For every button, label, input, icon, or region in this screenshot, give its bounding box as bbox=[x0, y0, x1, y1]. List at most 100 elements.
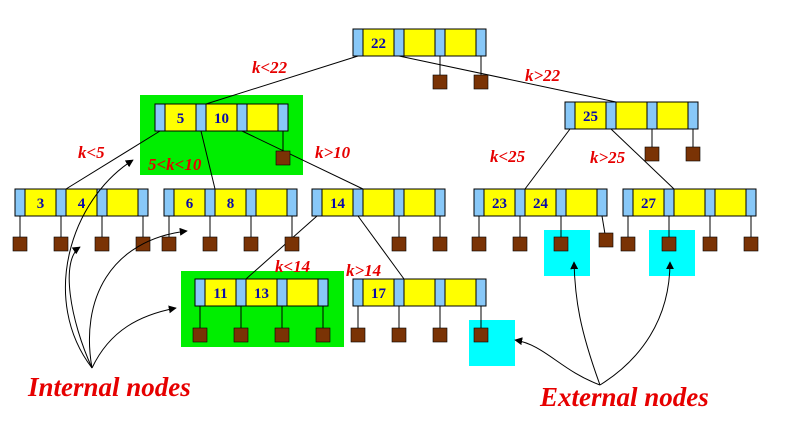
key-cell bbox=[403, 28, 436, 57]
pointer-cell bbox=[311, 188, 323, 217]
external-leaf bbox=[243, 236, 259, 252]
edge-condition-label: k<22 bbox=[252, 58, 288, 77]
key-cell bbox=[173, 188, 206, 217]
tree-edge bbox=[200, 130, 216, 190]
pointer-cell bbox=[195, 103, 207, 132]
external-leaf bbox=[350, 327, 366, 343]
external-leaf bbox=[661, 236, 677, 252]
external-leaf bbox=[620, 236, 636, 252]
pointer-cell bbox=[393, 278, 405, 307]
key-cell bbox=[524, 188, 557, 217]
edge-condition-label: k<25 bbox=[490, 147, 526, 166]
tree-edge bbox=[65, 130, 161, 190]
key-label: 4 bbox=[78, 196, 86, 212]
tree-edge bbox=[398, 55, 617, 103]
pointer-cell bbox=[475, 278, 487, 307]
pointer-cell bbox=[14, 188, 26, 217]
pointer-cell bbox=[286, 188, 298, 217]
external-leaf bbox=[202, 236, 218, 252]
external-leaf bbox=[275, 150, 291, 166]
key-label: 24 bbox=[533, 196, 549, 212]
external-leaf bbox=[161, 236, 177, 252]
external-leaf bbox=[94, 236, 110, 252]
pointer-cell bbox=[277, 103, 289, 132]
pointer-cell bbox=[596, 188, 608, 217]
pointer-cell bbox=[55, 188, 67, 217]
pointer-cell bbox=[475, 28, 487, 57]
key-label: 3 bbox=[37, 196, 45, 212]
tree-edge bbox=[524, 128, 571, 190]
btree-node-root: 22 bbox=[352, 28, 487, 57]
pointer-cell bbox=[434, 188, 446, 217]
key-cell bbox=[214, 188, 247, 217]
key-cell bbox=[632, 188, 665, 217]
btree-node-n17: 17 bbox=[352, 278, 487, 307]
external-leaf bbox=[391, 236, 407, 252]
external-leaf bbox=[432, 327, 448, 343]
external-leaf bbox=[192, 327, 208, 343]
key-cell bbox=[286, 278, 319, 307]
internal-nodes-caption: Internal nodes bbox=[27, 372, 191, 402]
pointer-cell bbox=[276, 278, 288, 307]
pointer-cell bbox=[235, 278, 247, 307]
pointer-cell bbox=[245, 188, 257, 217]
key-cell bbox=[164, 103, 197, 132]
key-cell bbox=[106, 188, 139, 217]
pointer-cell bbox=[393, 188, 405, 217]
external-leaf bbox=[432, 236, 448, 252]
caption-arrow bbox=[88, 227, 188, 369]
pointer-cell bbox=[605, 101, 617, 130]
external-leaf bbox=[553, 236, 569, 252]
key-label: 17 bbox=[371, 286, 387, 302]
pointer-cell bbox=[352, 188, 364, 217]
pointer-cell bbox=[704, 188, 716, 217]
pointer-cell bbox=[163, 188, 175, 217]
external-leaf bbox=[473, 74, 489, 90]
pointer-cell bbox=[473, 188, 485, 217]
key-label: 10 bbox=[214, 111, 229, 127]
btree-node-n25: 25 bbox=[564, 101, 699, 130]
key-cell bbox=[565, 188, 598, 217]
external-leaf bbox=[473, 327, 489, 343]
pointer-cell bbox=[555, 188, 567, 217]
external-leaf bbox=[274, 327, 290, 343]
key-cell bbox=[362, 28, 395, 57]
external-leaf bbox=[644, 146, 660, 162]
key-cell bbox=[246, 103, 279, 132]
tree-edge bbox=[205, 55, 359, 105]
pointer-cell bbox=[434, 278, 446, 307]
caption-arrow bbox=[514, 337, 601, 386]
external-leaf bbox=[743, 236, 759, 252]
key-label: 13 bbox=[254, 286, 269, 302]
key-cell bbox=[204, 278, 237, 307]
key-label: 27 bbox=[641, 196, 657, 212]
external-leaf bbox=[315, 327, 331, 343]
tree-edge bbox=[245, 215, 318, 280]
edge-condition-label: k<5 bbox=[78, 143, 105, 162]
key-cell bbox=[483, 188, 516, 217]
pointer-cell bbox=[137, 188, 149, 217]
pointer-cell bbox=[745, 188, 757, 217]
pointer-cell bbox=[96, 188, 108, 217]
key-cell bbox=[245, 278, 278, 307]
key-label: 8 bbox=[227, 196, 235, 212]
key-cell bbox=[403, 188, 436, 217]
edge-condition-label: k>14 bbox=[346, 261, 381, 280]
key-label: 6 bbox=[186, 196, 194, 212]
key-cell bbox=[24, 188, 57, 217]
external-nodes-caption: External nodes bbox=[539, 382, 709, 412]
btree-node-n23: 23 24 bbox=[473, 188, 608, 217]
external-leaf bbox=[391, 327, 407, 343]
external-leaf bbox=[471, 236, 487, 252]
tree-edge bbox=[610, 128, 675, 190]
external-leaf bbox=[233, 327, 249, 343]
pointer-cell bbox=[317, 278, 329, 307]
pointer-cell bbox=[194, 278, 206, 307]
pointer-cell bbox=[564, 101, 576, 130]
key-label: 23 bbox=[492, 196, 507, 212]
caption-arrow bbox=[570, 261, 601, 386]
pointer-cell bbox=[352, 28, 364, 57]
pointer-cell bbox=[154, 103, 166, 132]
